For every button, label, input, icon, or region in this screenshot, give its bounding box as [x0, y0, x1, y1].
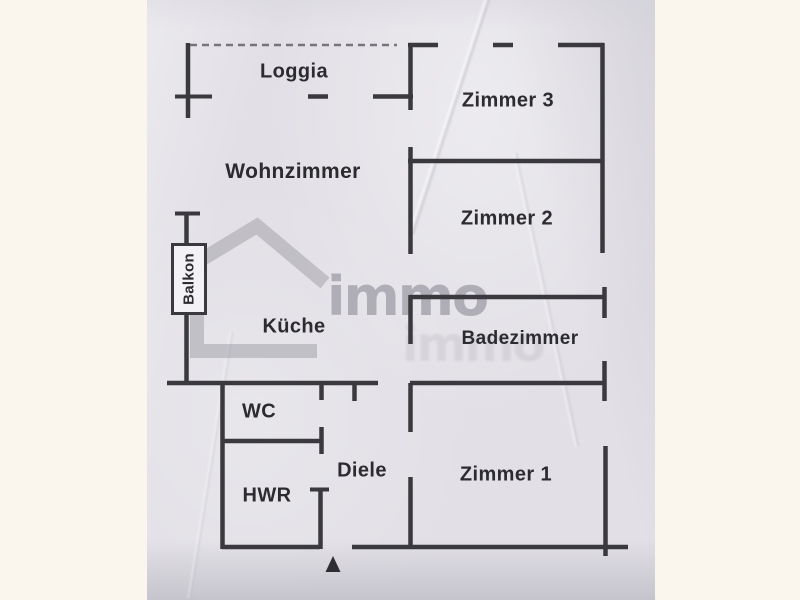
- room-label-zimmer1: Zimmer 1: [459, 463, 553, 486]
- room-label-wc: WC: [241, 400, 277, 423]
- floor-plan-paper: immo immo: [147, 0, 655, 600]
- balcony-door-box: [171, 243, 207, 315]
- room-label-loggia: Loggia: [260, 60, 328, 83]
- room-label-zimmer2: Zimmer 2: [460, 207, 554, 230]
- floor-plan-walls: [167, 42, 628, 572]
- room-label-diele: Diele: [337, 459, 387, 482]
- wall-segments: [167, 42, 628, 556]
- room-label-badezimmer: Badezimmer: [461, 328, 579, 349]
- room-label-balkon: Balkon: [180, 253, 198, 305]
- room-label-kueche: Küche: [262, 315, 326, 338]
- room-label-wohnzimmer: Wohnzimmer: [225, 160, 361, 183]
- watermark-text-faint: immo: [402, 317, 545, 373]
- room-label-hwr: HWR: [242, 484, 292, 507]
- room-label-zimmer3: Zimmer 3: [461, 89, 555, 112]
- entrance-arrow-icon: [325, 556, 341, 572]
